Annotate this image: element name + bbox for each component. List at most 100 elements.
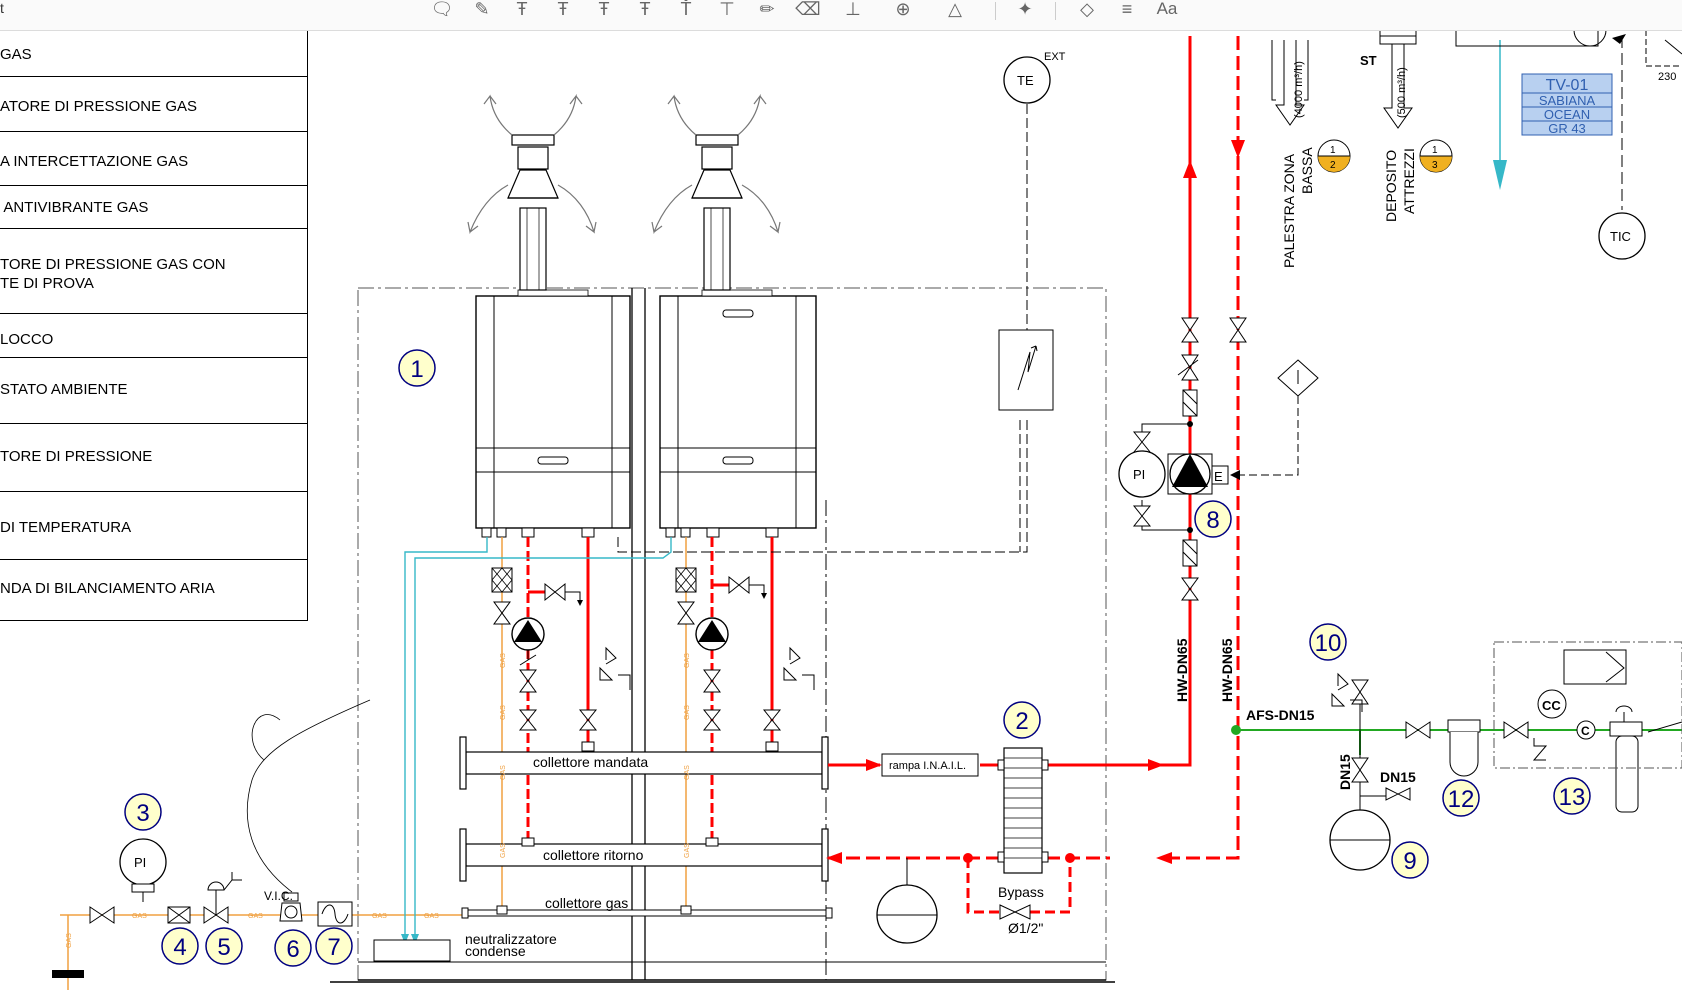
svg-text:GAS: GAS xyxy=(684,705,691,720)
svg-text:DEPOSITO: DEPOSITO xyxy=(1383,150,1399,222)
svg-text:6: 6 xyxy=(286,936,299,963)
svg-text:3: 3 xyxy=(136,800,149,827)
boiler-2-valves xyxy=(675,567,815,752)
pencil-icon[interactable]: ✏ xyxy=(759,0,775,19)
heat-exchanger xyxy=(997,747,1049,874)
shapes-icon[interactable]: △ xyxy=(948,0,962,19)
svg-text:3: 3 xyxy=(1432,160,1438,171)
svg-text:ATTREZZI: ATTREZZI xyxy=(1401,148,1417,214)
numbered-markers: 1 2 3 4 5 6 7 8 9 10 12 13 xyxy=(124,349,1591,967)
boiler-2 xyxy=(659,134,817,538)
svg-text:GR 43: GR 43 xyxy=(1548,121,1586,136)
svg-text:(500 m³/h): (500 m³/h) xyxy=(1396,67,1408,118)
svg-text:GAS: GAS xyxy=(684,765,691,780)
collettore-ritorno: collettore ritorno xyxy=(459,828,829,882)
text-replace-icon[interactable]: Ŧ xyxy=(557,0,569,19)
svg-text:PI: PI xyxy=(134,855,146,870)
svg-text:collettore mandata: collettore mandata xyxy=(533,754,648,770)
svg-text:V.I.C.: V.I.C. xyxy=(264,889,293,903)
svg-text:8: 8 xyxy=(1206,507,1219,534)
svg-text:DN15: DN15 xyxy=(1380,769,1416,785)
attach-icon[interactable]: ⊕ xyxy=(895,0,911,19)
svg-text:collettore gas: collettore gas xyxy=(545,895,628,911)
toolbar-corner-text: t xyxy=(0,0,4,16)
rampa-inail xyxy=(881,753,979,777)
svg-text:GAS: GAS xyxy=(66,933,73,948)
svg-text:TV-01: TV-01 xyxy=(1546,77,1589,94)
highlight-icon[interactable]: ✎ xyxy=(474,0,490,19)
svg-text:HW-DN65: HW-DN65 xyxy=(1174,638,1190,702)
svg-text:2: 2 xyxy=(1330,160,1336,171)
legend-row: STATO AMBIENTE xyxy=(0,358,307,424)
water-treatment-box xyxy=(1493,641,1682,769)
text-insert-icon[interactable]: Ŧ xyxy=(516,0,528,19)
svg-text:(4000 m³/h): (4000 m³/h) xyxy=(1293,61,1305,118)
pump-group: PI E xyxy=(1118,317,1247,601)
svg-text:TIC: TIC xyxy=(1610,229,1631,244)
text-box-icon[interactable]: ⊤ xyxy=(719,0,735,19)
svg-text:230: 230 xyxy=(1658,71,1676,83)
font-icon[interactable]: Aa xyxy=(1156,0,1178,18)
tv-01-tag: TV-01 SABIANA OCEAN GR 43 xyxy=(1521,73,1613,136)
lines-icon[interactable]: ≡ xyxy=(1121,0,1133,19)
svg-text:E: E xyxy=(1214,469,1223,484)
duct-deposito xyxy=(1379,29,1417,129)
svg-text:13: 13 xyxy=(1559,784,1586,811)
comment-icon[interactable]: 🗨 xyxy=(430,0,454,19)
svg-text:2: 2 xyxy=(1015,708,1028,735)
legend-row: ATORE DI PRESSIONE GAS xyxy=(0,77,307,132)
legend-row: GAS xyxy=(0,30,307,77)
text-strike-icon[interactable]: Ŧ xyxy=(639,0,651,19)
legend-row: A INTERCETTAZIONE GAS xyxy=(0,132,307,186)
afs-valves: CC C xyxy=(1405,649,1682,813)
svg-text:ST: ST xyxy=(1360,53,1377,68)
svg-text:7: 7 xyxy=(327,934,340,961)
eraser-icon[interactable]: ⌫ xyxy=(795,0,821,19)
duct-palestra xyxy=(1271,40,1309,126)
svg-text:5: 5 xyxy=(217,934,230,961)
stamp-icon[interactable]: ⊥ xyxy=(845,0,861,19)
svg-text:9: 9 xyxy=(1403,848,1416,875)
svg-text:GAS: GAS xyxy=(500,765,507,780)
svg-text:CC: CC xyxy=(1542,698,1561,713)
gas-train: PI xyxy=(52,699,371,978)
neutralizzatore-condense xyxy=(373,939,451,962)
svg-text:EXT: EXT xyxy=(1044,51,1066,63)
svg-text:C: C xyxy=(1581,724,1590,738)
boiler-1 xyxy=(475,134,631,538)
svg-text:condense: condense xyxy=(465,943,526,959)
legend-row: TORE DI PRESSIONE xyxy=(0,424,307,492)
svg-text:SABIANA: SABIANA xyxy=(1539,93,1596,108)
collettore-gas: collettore gas xyxy=(461,895,833,919)
pin-icon[interactable]: ✦ xyxy=(1017,0,1033,19)
svg-text:AFS-DN15: AFS-DN15 xyxy=(1246,707,1315,723)
svg-text:12: 12 xyxy=(1448,786,1475,813)
legend-row: LOCCO xyxy=(0,314,307,358)
svg-text:GAS: GAS xyxy=(424,913,439,920)
svg-text:1: 1 xyxy=(1432,145,1438,156)
svg-text:collettore ritorno: collettore ritorno xyxy=(543,847,644,863)
svg-text:GAS: GAS xyxy=(684,843,691,858)
svg-text:10: 10 xyxy=(1315,630,1342,657)
text-cursor-icon[interactable]: Ť xyxy=(680,0,692,19)
svg-text:DN15: DN15 xyxy=(1337,754,1353,790)
svg-text:1: 1 xyxy=(1330,145,1336,156)
expansion-tank-2 xyxy=(1329,672,1411,871)
svg-text:OCEAN: OCEAN xyxy=(1544,107,1590,122)
collettore-mandata: collettore mandata xyxy=(459,736,829,790)
svg-text:GAS: GAS xyxy=(684,653,691,668)
svg-text:PALESTRA ZONA: PALESTRA ZONA xyxy=(1281,153,1297,268)
legend-row: DI TEMPERATURA xyxy=(0,492,307,560)
legend-row: ANTIVIBRANTE GAS xyxy=(0,186,307,229)
svg-text:BASSA: BASSA xyxy=(1299,147,1315,194)
text-note-icon[interactable]: Ŧ xyxy=(598,0,610,19)
svg-text:GAS: GAS xyxy=(500,705,507,720)
svg-text:HW-DN65: HW-DN65 xyxy=(1219,638,1235,702)
markup-toolbar: t 🗨 ✎ Ŧ Ŧ Ŧ Ŧ Ť ⊤ ✏ ⌫ ⊥ ⊕ △ ✦ ◇ ≡ Aa xyxy=(0,0,1682,31)
svg-text:1: 1 xyxy=(410,356,423,383)
control-unit xyxy=(998,329,1054,411)
fill-icon[interactable]: ◇ xyxy=(1080,0,1094,19)
svg-text:4: 4 xyxy=(173,934,186,961)
svg-text:GAS: GAS xyxy=(500,843,507,858)
